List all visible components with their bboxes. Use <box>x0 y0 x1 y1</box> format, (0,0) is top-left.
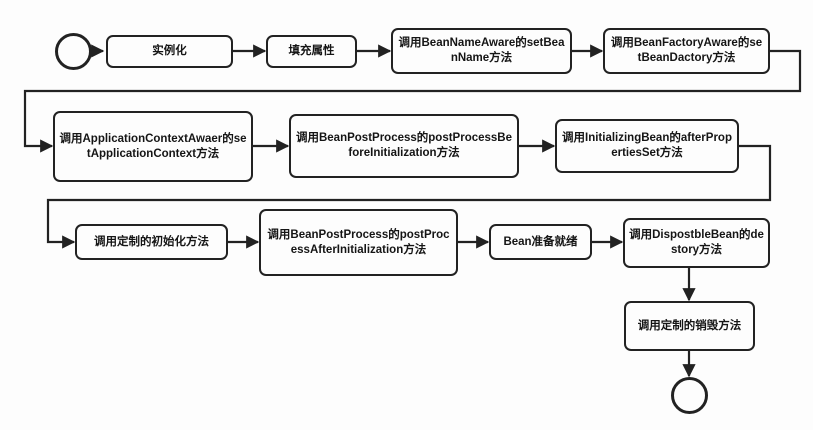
node-label: 调用BeanNameAware的setBeanName方法 <box>398 37 565 64</box>
node-custom-destroy-method[interactable]: 调用定制的销毁方法 <box>624 301 755 351</box>
node-label: 调用定制的销毁方法 <box>637 319 742 332</box>
node-post-process-after-init[interactable]: 调用BeanPostProcess的postProcessAfterInitia… <box>259 209 458 276</box>
node-label: 实例化 <box>152 45 187 58</box>
start-node <box>55 33 92 70</box>
node-post-process-before-init[interactable]: 调用BeanPostProcess的postProcessBeforeIniti… <box>289 114 519 178</box>
node-label: 调用BeanFactoryAware的setBeanDactory方法 <box>610 37 763 64</box>
node-label: Bean准备就绪 <box>503 235 578 248</box>
node-label: 调用DispostbleBean的destory方法 <box>629 229 764 256</box>
node-application-context-aware[interactable]: 调用ApplicationContextAwaer的setApplication… <box>53 111 253 182</box>
end-node <box>671 377 708 414</box>
node-custom-init-method[interactable]: 调用定制的初始化方法 <box>75 224 228 260</box>
node-bean-ready[interactable]: Bean准备就绪 <box>489 224 592 260</box>
node-instantiate[interactable]: 实例化 <box>106 35 233 68</box>
node-label: 调用BeanPostProcess的postProcessAfterInitia… <box>267 228 450 256</box>
node-bean-factory-aware[interactable]: 调用BeanFactoryAware的setBeanDactory方法 <box>603 28 770 74</box>
node-bean-name-aware[interactable]: 调用BeanNameAware的setBeanName方法 <box>391 28 572 74</box>
edge-n4-to-n5 <box>23 49 802 153</box>
node-initializing-bean[interactable]: 调用InitializingBean的afterPropertiesSet方法 <box>555 119 739 173</box>
node-label: 调用定制的初始化方法 <box>94 235 209 248</box>
node-label: 调用InitializingBean的afterPropertiesSet方法 <box>562 132 732 159</box>
node-populate-properties[interactable]: 填充属性 <box>266 35 357 68</box>
node-disposable-bean[interactable]: 调用DispostbleBean的destory方法 <box>623 218 770 268</box>
edge-n7-to-n8 <box>46 144 772 249</box>
node-label: 调用ApplicationContextAwaer的setApplication… <box>59 132 247 160</box>
node-label: 调用BeanPostProcess的postProcessBeforeIniti… <box>295 132 513 159</box>
node-label: 填充属性 <box>288 45 335 58</box>
